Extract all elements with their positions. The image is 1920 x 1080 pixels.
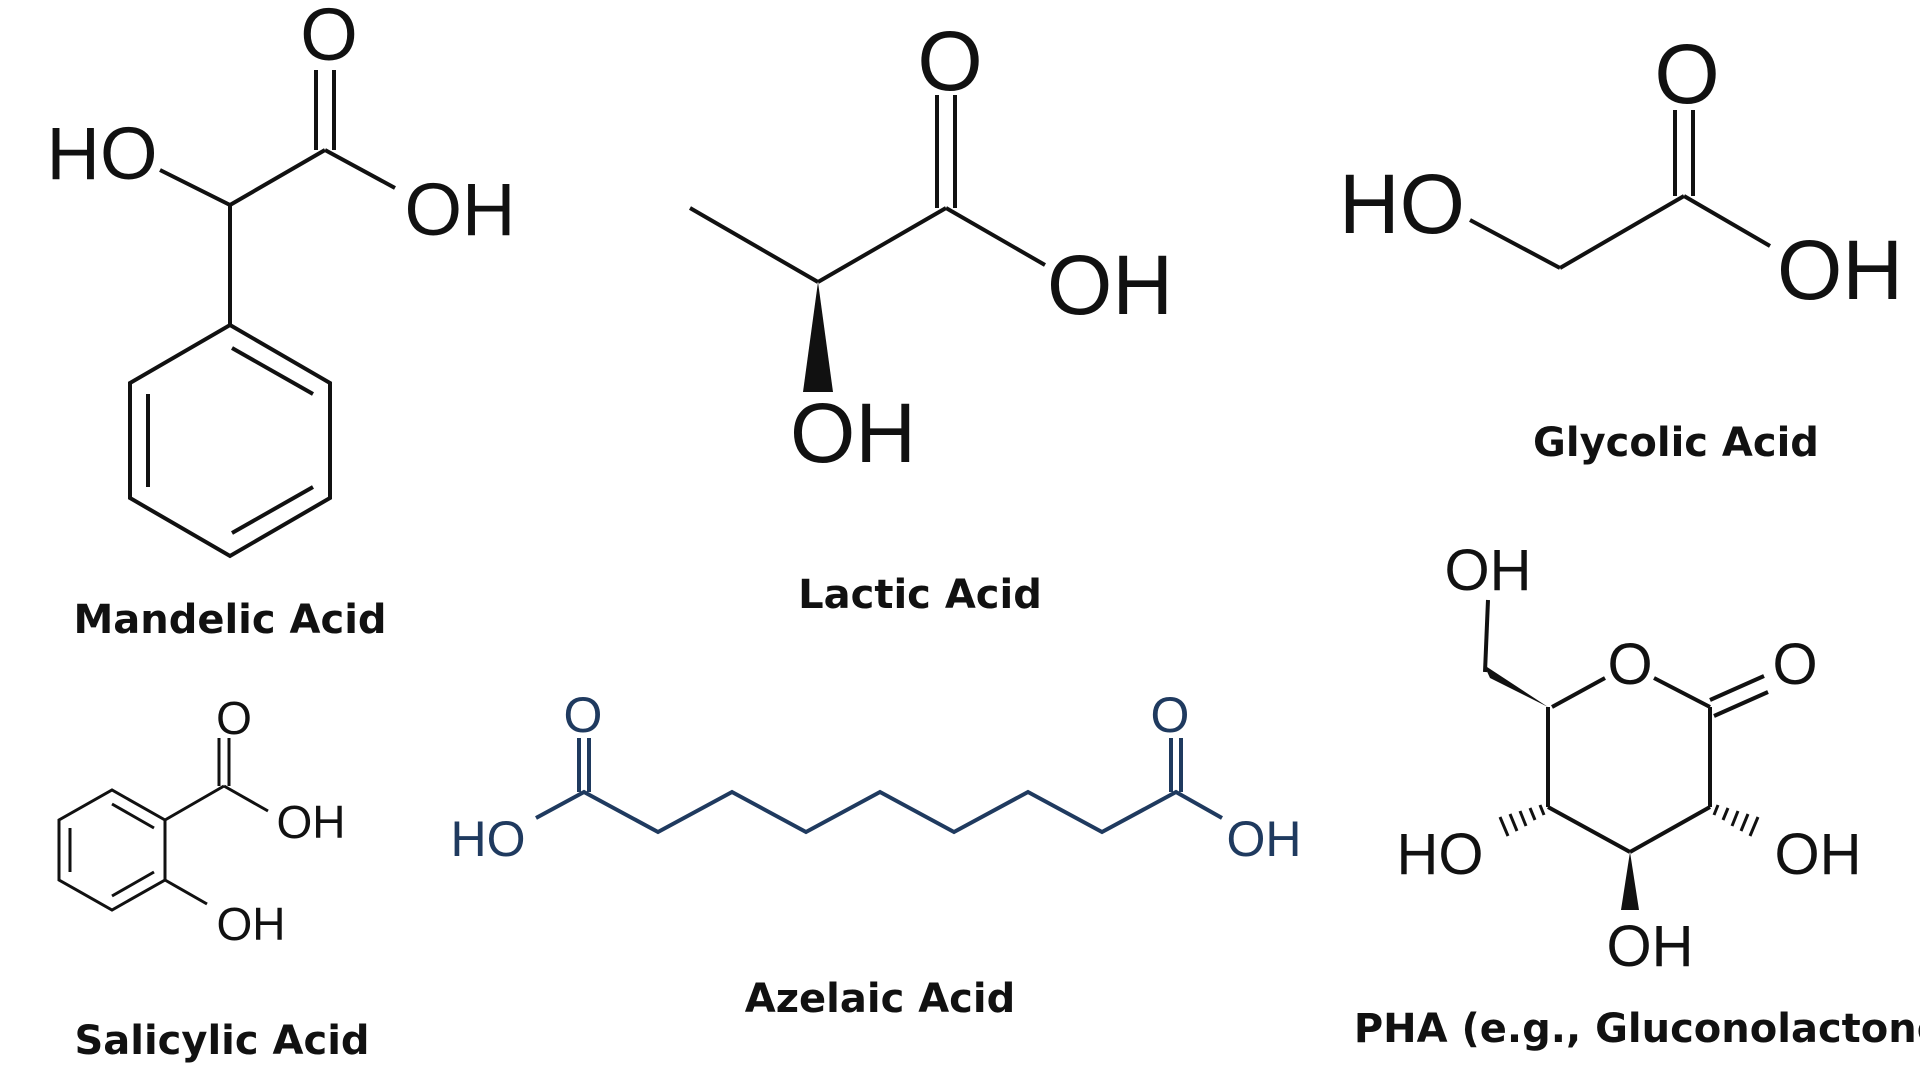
glycolic-carbonyl-o: O	[1654, 27, 1719, 121]
pha-ch2oh-oh-label: OH	[1445, 538, 1532, 603]
lactic-oh-bottom-label: OH	[790, 386, 916, 480]
lactic-carbonyl-o: O	[917, 14, 982, 108]
lactic-acid-structure	[688, 95, 1046, 284]
pha-wedge-oh-bottom	[1621, 852, 1639, 910]
pha-wedge-ch2oh	[1484, 665, 1548, 707]
salicylic-acid-structure	[57, 738, 269, 912]
mandelic-acid-label: Mandelic Acid	[73, 597, 386, 643]
pha-oh-bottom-label: OH	[1607, 914, 1694, 979]
azelaic-acid-structure	[535, 738, 1223, 835]
salicylic-carbonyl-o: O	[216, 692, 252, 744]
mandelic-carbonyl-o: O	[300, 0, 358, 76]
salicylic-acid-label: Salicylic Acid	[74, 1018, 369, 1064]
azelaic-acid-label: Azelaic Acid	[745, 976, 1015, 1022]
azelaic-ho-label: HO	[451, 811, 526, 867]
glycolic-acid-label: Glycolic Acid	[1533, 420, 1819, 466]
pha-gluconolactone-structure	[1483, 599, 1769, 854]
mandelic-acid-structure	[128, 70, 396, 559]
mandelic-ho-label: HO	[47, 112, 158, 195]
azelaic-oh-label: OH	[1227, 811, 1302, 867]
mandelic-oh-label: OH	[405, 168, 516, 251]
pha-hashed-bonds	[1498, 804, 1760, 837]
lactic-acid-label: Lactic Acid	[798, 572, 1042, 618]
pha-ring-o: O	[1607, 632, 1652, 697]
azelaic-right-carbonyl-o: O	[1151, 687, 1190, 743]
lactic-oh-label: OH	[1047, 238, 1173, 332]
salicylic-phenol-oh-label: OH	[217, 898, 286, 950]
pha-gluconolactone-label: PHA (e.g., Gluconolactone)	[1354, 1006, 1920, 1052]
glycolic-ho-label: HO	[1339, 157, 1465, 251]
lactic-wedge-bond	[803, 282, 833, 392]
salicylic-cooh-oh-label: OH	[277, 796, 346, 848]
pha-carbonyl-o: O	[1772, 632, 1817, 697]
pha-oh-right-label: OH	[1775, 822, 1862, 887]
azelaic-left-carbonyl-o: O	[564, 687, 603, 743]
glycolic-acid-structure	[1469, 110, 1772, 270]
pha-ho-left-label: HO	[1397, 822, 1484, 887]
glycolic-oh-label: OH	[1777, 223, 1903, 317]
